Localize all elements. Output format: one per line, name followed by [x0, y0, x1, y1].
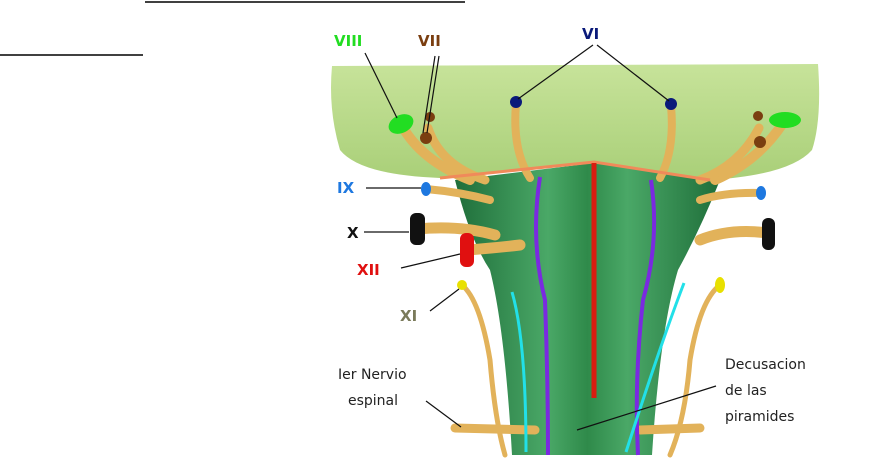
olive-right-outline: [624, 282, 686, 453]
label-vi: VI: [582, 25, 599, 43]
nerve-vii-left-marker-2: [420, 132, 432, 144]
nerve-ix-right-marker: [756, 186, 766, 200]
leader-lines: [364, 44, 717, 431]
label-spinal-nerve-1: Ier Nervio: [338, 367, 407, 383]
nerve-vi-right-marker: [665, 98, 677, 110]
label-decussation-1: Decusacion: [725, 357, 806, 373]
pyramid-left-outline: [534, 176, 550, 456]
nerve-x-left-marker: [410, 213, 425, 245]
label-xi: XI: [400, 307, 417, 325]
nerve-viii-right-marker: [769, 112, 801, 128]
nerve-vii-right-marker-2: [754, 136, 766, 148]
label-ix: IX: [337, 179, 355, 197]
olive-left-outline: [510, 291, 528, 453]
pons: [331, 64, 820, 180]
nerve-xi-right-marker: [715, 277, 725, 293]
nerve-vii-right-marker: [753, 111, 763, 121]
nerve-xi-left-marker: [457, 280, 467, 290]
label-x: X: [347, 224, 359, 242]
nerve-ix-left-marker: [421, 182, 431, 196]
label-vii: VII: [418, 32, 441, 50]
label-spinal-nerve-2: espinal: [348, 393, 398, 409]
label-decussation-2: de las: [725, 383, 767, 399]
label-xii: XII: [357, 261, 380, 279]
pyramid-right-outline: [634, 179, 657, 456]
pontomedullary-line: [439, 160, 711, 182]
label-decussation-3: piramides: [725, 409, 794, 425]
nerve-xii-marker: [460, 233, 474, 267]
nerve-viii-left-marker: [388, 114, 414, 134]
label-viii: VIII: [334, 32, 362, 50]
nerve-x-right-marker: [762, 218, 775, 250]
